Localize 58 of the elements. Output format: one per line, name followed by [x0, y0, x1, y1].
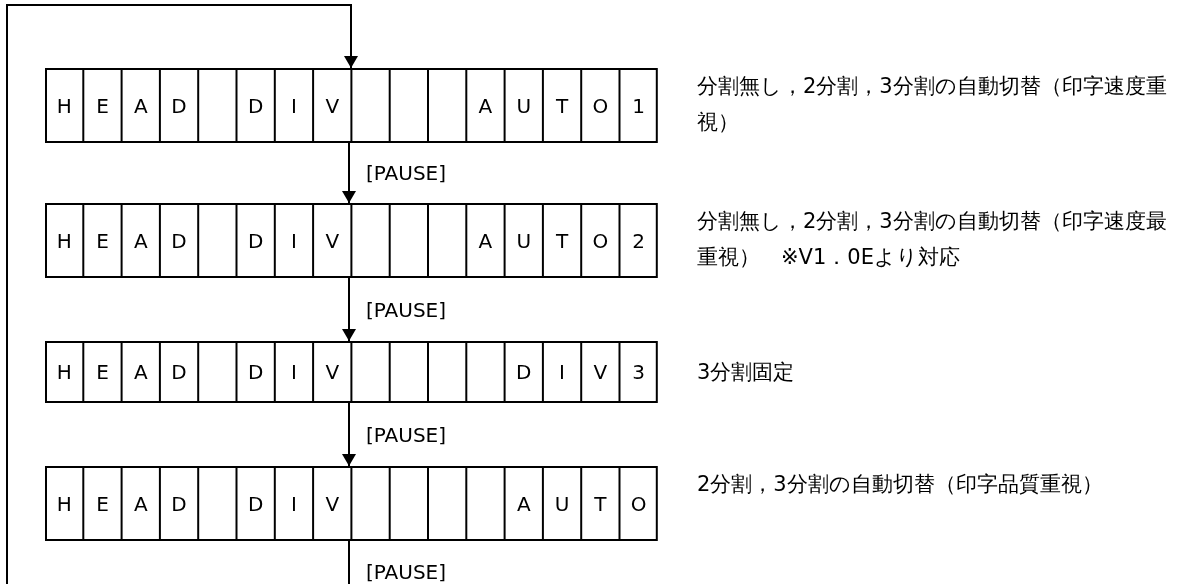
arrow	[342, 402, 356, 467]
display-character: H	[55, 360, 73, 384]
description-text: 分割無し，2分割，3分割の自動切替（印字速度重視）	[697, 73, 1168, 136]
display-character: O	[629, 491, 648, 516]
display-character: T	[593, 491, 608, 516]
display-character: H	[55, 228, 73, 253]
display-character: 2	[631, 228, 646, 253]
display-character: D	[246, 228, 265, 253]
arrow	[6, 4, 358, 584]
display-character: D	[246, 491, 265, 516]
display-character: V	[324, 228, 341, 253]
display-character: D	[170, 228, 188, 253]
display-character: V	[324, 360, 341, 384]
display-character: D	[515, 360, 533, 384]
arrow	[342, 142, 356, 204]
display-character: T	[554, 228, 570, 253]
display-character: T	[554, 93, 570, 118]
display-character: H	[55, 93, 73, 118]
display-character: O	[591, 228, 610, 253]
description-text: 2分割，3分割の自動切替（印字品質重視）	[697, 471, 1104, 498]
display-character: V	[592, 360, 609, 384]
display-character: D	[246, 360, 265, 384]
display-character: D	[170, 491, 188, 516]
lcd-display	[45, 341, 658, 403]
display-character: D	[246, 93, 265, 118]
display-character: U	[553, 491, 571, 516]
display-character: I	[290, 228, 298, 253]
display-character: 3	[631, 360, 646, 384]
display-character: A	[132, 93, 149, 118]
display-character: I	[558, 360, 566, 384]
display-character: D	[170, 360, 188, 384]
display-character: A	[477, 228, 494, 253]
description-text: 3分割固定	[697, 359, 796, 386]
display-character: A	[132, 360, 149, 384]
display-character: O	[591, 93, 610, 118]
display-character: E	[95, 491, 110, 516]
display-character: I	[290, 360, 298, 384]
display-character: H	[55, 491, 73, 516]
display-character: A	[477, 93, 494, 118]
display-character: A	[515, 491, 532, 516]
arrow	[342, 277, 356, 342]
display-character: I	[290, 491, 298, 516]
description-text: 分割無し，2分割，3分割の自動切替（印字速度最重視） ※V1．0Eより対応	[697, 208, 1168, 271]
display-character: V	[324, 93, 341, 118]
display-character: U	[515, 93, 533, 118]
display-character: U	[515, 228, 533, 253]
display-character: E	[95, 360, 110, 384]
lcd-display	[45, 68, 658, 143]
lcd-display	[45, 203, 658, 278]
display-character: V	[324, 491, 341, 516]
display-character: E	[95, 93, 110, 118]
display-character: E	[95, 228, 110, 253]
display-character: I	[290, 93, 298, 118]
display-character: A	[132, 228, 149, 253]
display-character: 1	[631, 93, 646, 118]
display-character: A	[132, 491, 149, 516]
display-character: D	[170, 93, 188, 118]
lcd-display	[45, 466, 658, 541]
